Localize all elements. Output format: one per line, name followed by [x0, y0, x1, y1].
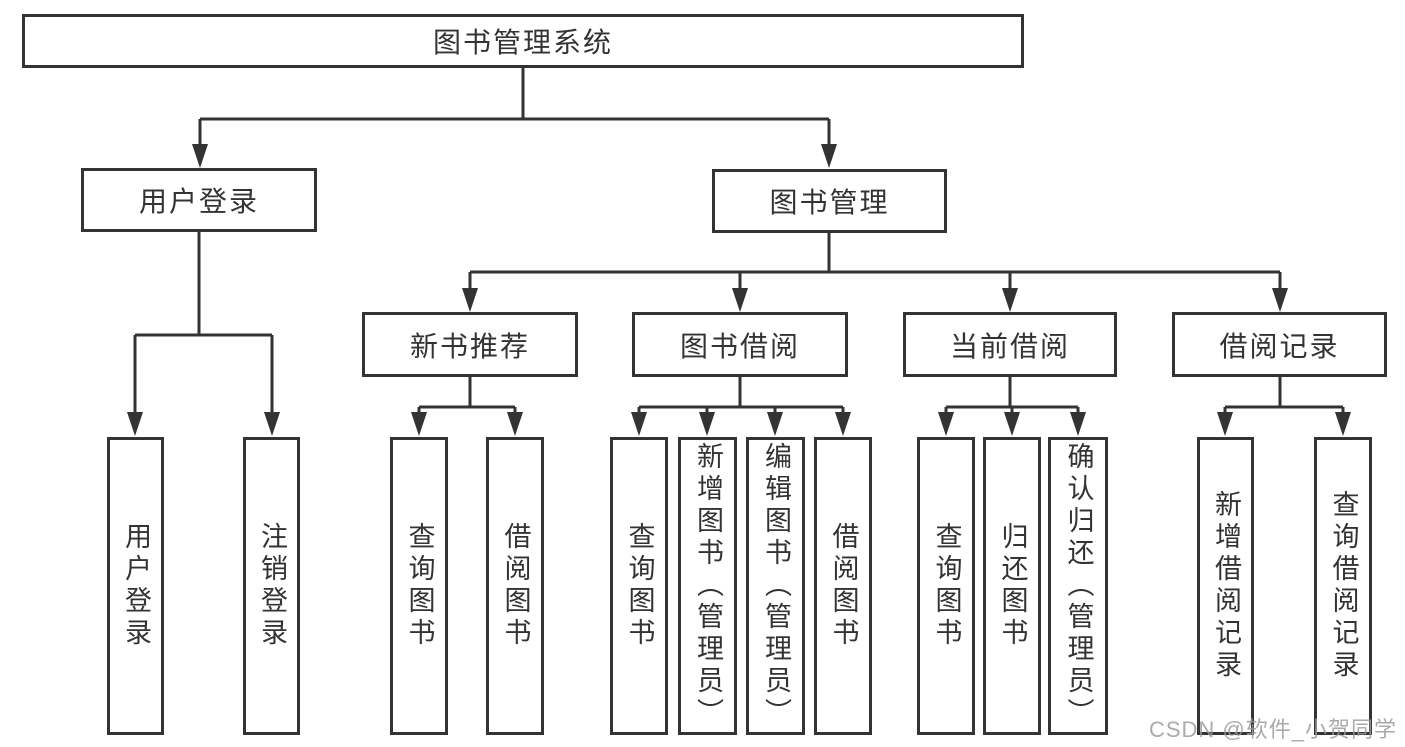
node-root-label: 图书管理系统 [432, 27, 613, 58]
leaf-return-books: 归还图书 [983, 437, 1041, 735]
node-book-borrowing-label: 图书借阅 [679, 330, 800, 362]
leaf-query-borrow-record: 查询借阅记录 [1314, 437, 1372, 735]
node-current-borrowing: 当前借阅 [903, 312, 1117, 377]
leaf-edit-book-admin: 编辑图书（管理员） [746, 437, 805, 735]
leaf-borrow-books-recommend: 借阅图书 [486, 437, 544, 735]
node-new-book-recommendation-label: 新书推荐 [409, 330, 530, 362]
leaf-borrow-books-2-label: 借阅图书 [828, 522, 859, 650]
node-book-management: 图书管理 [712, 169, 947, 233]
leaf-logout-login-label: 注销登录 [257, 522, 287, 650]
node-new-book-recommendation: 新书推荐 [362, 312, 578, 377]
leaf-edit-book-admin-label: 编辑图书（管理员） [761, 442, 791, 730]
node-current-borrowing-label: 当前借阅 [949, 330, 1070, 362]
leaf-confirm-return-admin: 确认归还（管理员） [1048, 437, 1108, 735]
node-borrowing-records: 借阅记录 [1172, 312, 1387, 377]
leaf-query-books-recommend-label: 查询图书 [404, 522, 435, 650]
leaf-user-login: 用户登录 [107, 437, 164, 735]
leaf-add-book-admin: 新增图书（管理员） [678, 437, 737, 735]
leaf-user-login-label: 用户登录 [121, 522, 151, 650]
leaf-query-books-recommend: 查询图书 [390, 437, 448, 735]
node-book-management-label: 图书管理 [769, 187, 890, 218]
leaf-query-books-borrow: 查询图书 [610, 437, 668, 735]
leaf-return-books-label: 归还图书 [997, 522, 1028, 650]
leaf-query-books-current-label: 查询图书 [931, 522, 962, 650]
leaf-borrow-books-recommend-label: 借阅图书 [500, 522, 531, 650]
leaf-confirm-return-admin-label: 确认归还（管理员） [1063, 442, 1094, 730]
leaf-logout-login: 注销登录 [243, 437, 300, 735]
leaf-add-book-admin-label: 新增图书（管理员） [693, 442, 723, 730]
leaf-query-books-borrow-label: 查询图书 [624, 522, 655, 650]
leaf-borrow-books-2: 借阅图书 [814, 437, 872, 735]
leaf-query-books-current: 查询图书 [917, 437, 975, 735]
leaf-add-borrow-record-label: 新增借阅记录 [1211, 490, 1241, 682]
node-root: 图书管理系统 [22, 14, 1024, 68]
node-user-login-label: 用户登录 [138, 186, 259, 217]
leaf-add-borrow-record: 新增借阅记录 [1197, 437, 1254, 735]
node-user-login: 用户登录 [81, 168, 317, 232]
node-book-borrowing: 图书借阅 [632, 312, 848, 377]
leaf-query-borrow-record-label: 查询借阅记录 [1328, 490, 1359, 682]
node-borrowing-records-label: 借阅记录 [1219, 330, 1340, 362]
